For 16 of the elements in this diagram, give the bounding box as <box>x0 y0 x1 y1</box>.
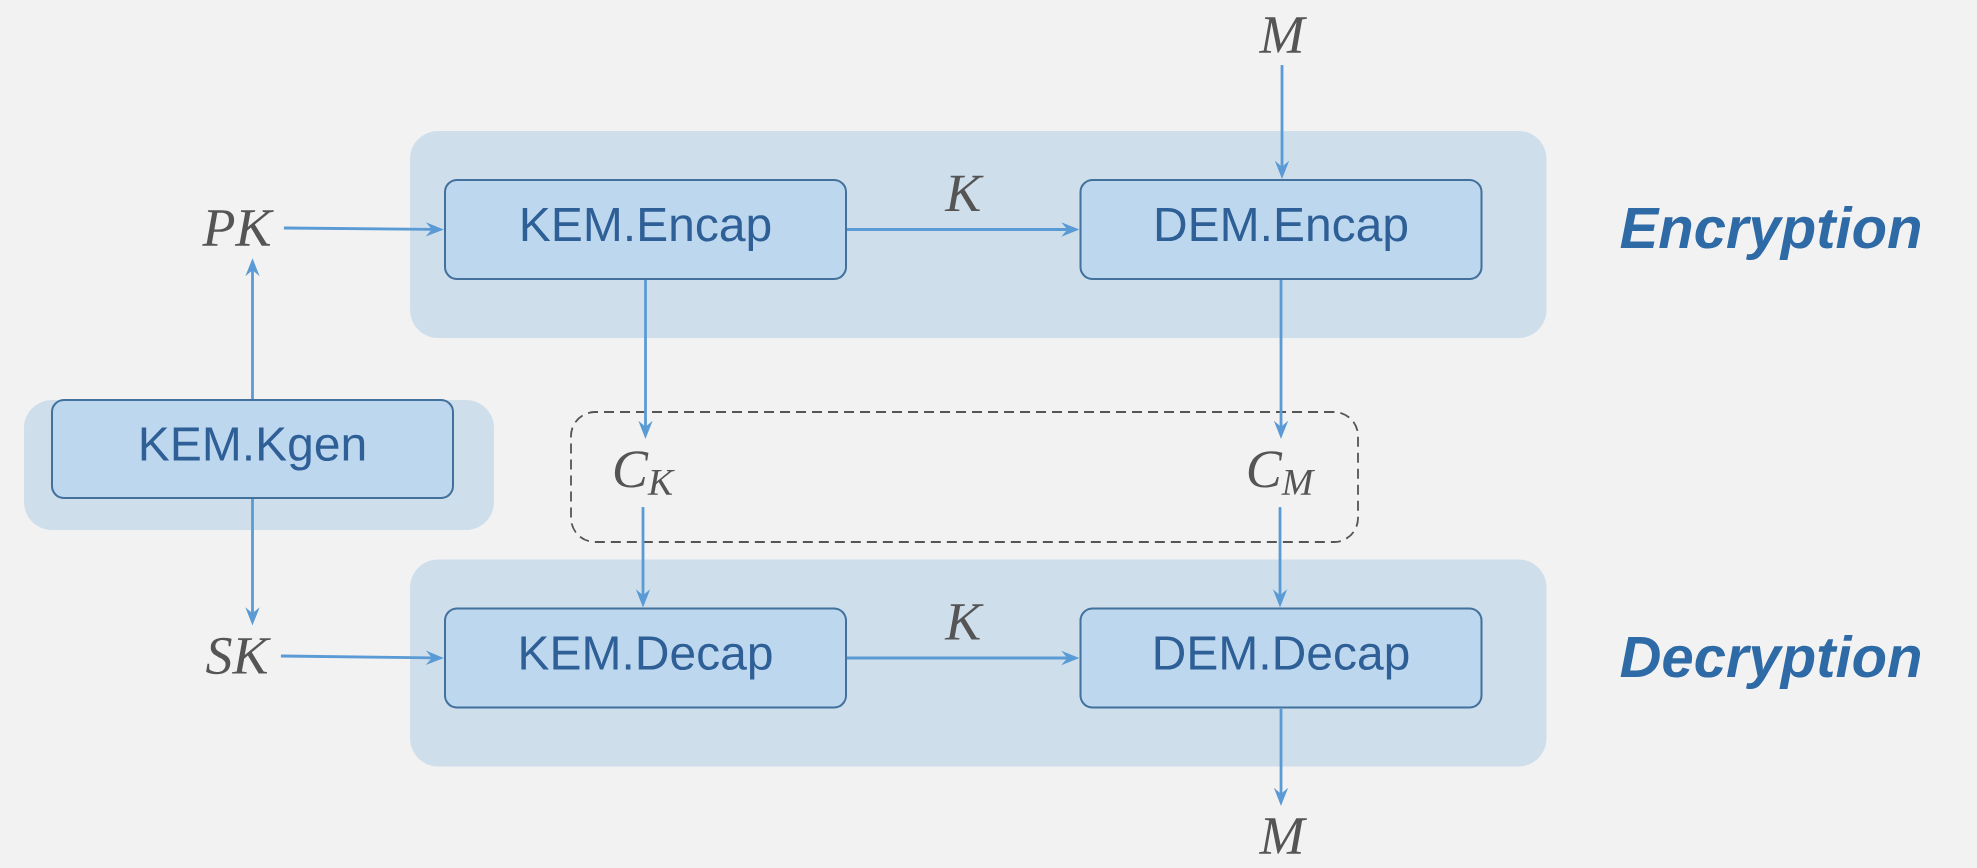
process-box: KEM.Decap <box>444 607 847 709</box>
math-symbol: M <box>1258 17 1307 53</box>
math-symbol: PK <box>202 210 274 246</box>
node-label: Encryption <box>1620 205 1921 261</box>
math-symbol: C$_{M}$ <box>1248 451 1315 495</box>
edge-label: K <box>939 169 988 218</box>
math-symbol: C$_{K}$ <box>614 451 675 495</box>
node-label: Decryption <box>1620 634 1921 690</box>
process-box: KEM.Kgen <box>51 399 454 499</box>
process-box: DEM.Encap <box>1079 179 1483 280</box>
process-box: KEM.Encap <box>444 179 847 280</box>
edge-label: K <box>939 598 988 646</box>
math-symbol: M <box>1258 818 1307 854</box>
process-box: DEM.Decap <box>1079 607 1483 709</box>
dashed-group-box <box>570 411 1359 543</box>
math-symbol: SK <box>206 637 271 675</box>
